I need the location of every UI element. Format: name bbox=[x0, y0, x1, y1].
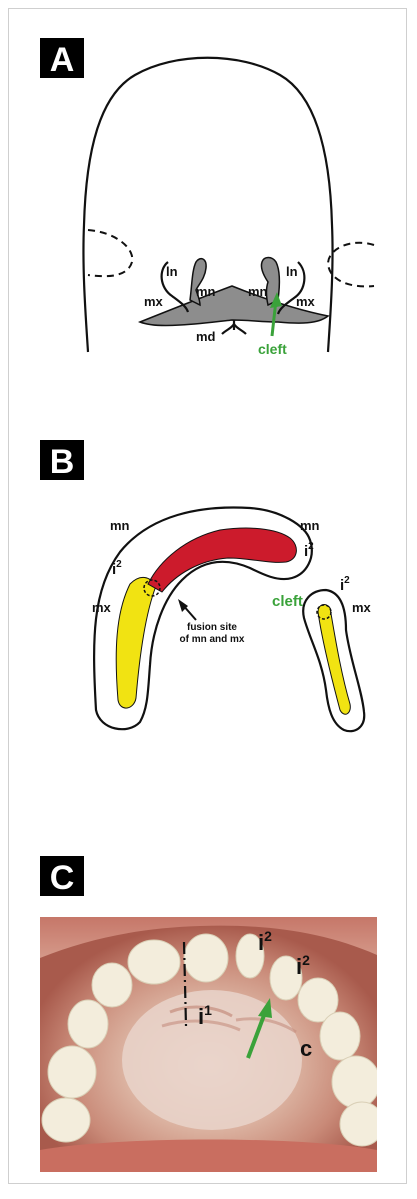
figure-frame bbox=[8, 8, 407, 1184]
